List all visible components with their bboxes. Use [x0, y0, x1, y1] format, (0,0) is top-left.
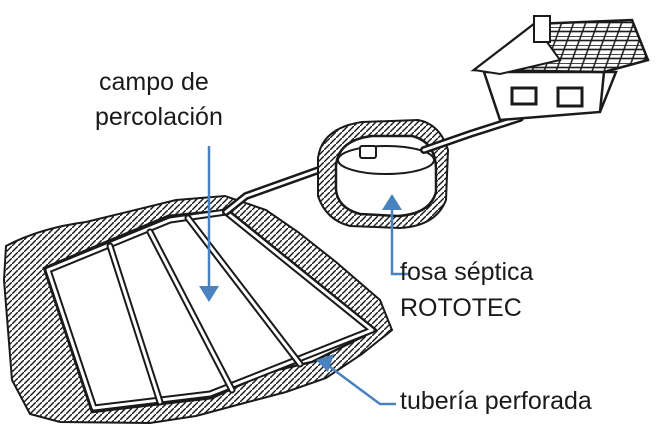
- label-fosa-line1: fosa séptica: [400, 258, 534, 286]
- leader-tuberia: [316, 354, 396, 406]
- house-icon: [470, 15, 650, 122]
- septic-tank-icon: [317, 118, 450, 230]
- label-fosa-line2: ROTOTEC: [400, 294, 522, 322]
- label-campo-line1: campo de: [99, 68, 209, 96]
- label-campo-line2: percolación: [95, 103, 223, 131]
- percolation-field-icon: [2, 194, 394, 425]
- outlet-pipe: [420, 114, 524, 154]
- leader-campo: [199, 146, 219, 302]
- label-tuberia: tubería perforada: [400, 387, 592, 415]
- leader-fosa: [382, 194, 410, 276]
